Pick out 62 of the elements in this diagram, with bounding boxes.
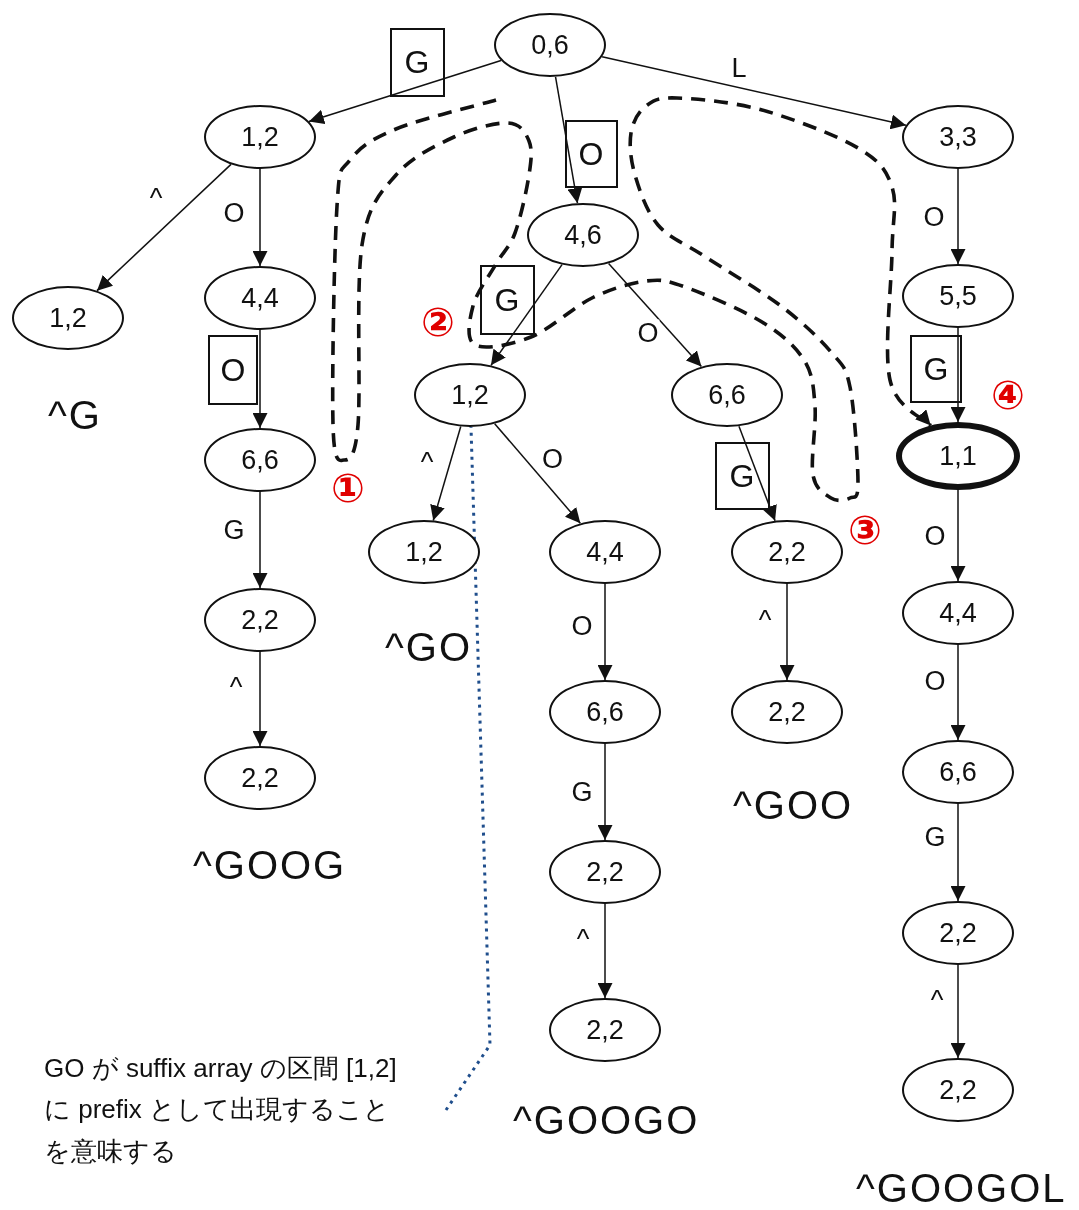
arrow: [252, 651, 268, 747]
ellipse-node: 4,4: [549, 520, 661, 584]
ellipse-node: 6,6: [549, 680, 661, 744]
ellipse-node: 1,2: [414, 363, 526, 427]
step-number: ③: [848, 510, 882, 550]
arrow: [950, 489, 966, 582]
prefix-string: ^GO: [385, 627, 472, 667]
arrow: [252, 491, 268, 589]
arrow: [597, 903, 613, 999]
ellipse-node: 2,2: [902, 1058, 1014, 1122]
arrow: [96, 163, 232, 292]
ellipse-node: 4,4: [204, 266, 316, 330]
arrow: [554, 76, 583, 204]
ellipse-node: 4,4: [902, 581, 1014, 645]
ellipse-node: 2,2: [204, 588, 316, 652]
boxed-edge-label: G: [479, 265, 535, 335]
ellipse-node: 1,2: [204, 105, 316, 169]
arrow: [738, 425, 777, 522]
arrow: [252, 168, 268, 267]
arrow: [950, 327, 966, 423]
ellipse-node: 3,3: [902, 105, 1014, 169]
ellipse-node: 2,2: [204, 746, 316, 810]
arrow: [430, 425, 462, 522]
step-number: ④: [991, 375, 1025, 415]
prefix-string: ^GOO: [733, 785, 854, 825]
ellipse-node: 6,6: [902, 740, 1014, 804]
arrow: [950, 168, 966, 265]
ellipse-node: 2,2: [902, 901, 1014, 965]
leader-line: [444, 426, 492, 1111]
dashed-path-arrow: [330, 96, 932, 500]
note-text: GO が suffix array の区間 [1,2] に prefix として出現することを意味する: [44, 1047, 416, 1173]
ellipse-node: 2,2: [731, 520, 843, 584]
ellipse-node: 4,6: [527, 203, 639, 267]
arrow: [308, 59, 502, 125]
ellipse-node: 5,5: [902, 264, 1014, 328]
prefix-string: ^GOOG: [193, 845, 347, 885]
ellipse-node: 0,6: [494, 13, 606, 77]
prefix-string: ^G: [48, 395, 102, 435]
ellipse-node: 6,6: [671, 363, 783, 427]
ellipse-node: 2,2: [549, 998, 661, 1062]
ellipse-node: 1,2: [368, 520, 480, 584]
arrow: [252, 329, 268, 429]
arrow: [950, 803, 966, 902]
arrow: [597, 583, 613, 681]
arrow: [597, 743, 613, 841]
prefix-string: ^GOOGO: [513, 1100, 700, 1140]
ellipse-node: 2,2: [731, 680, 843, 744]
highlighted-ellipse-node: 1,1: [896, 422, 1020, 490]
boxed-edge-label: O: [564, 120, 618, 188]
boxed-edge-label: O: [208, 335, 258, 405]
step-number: ②: [421, 302, 455, 342]
boxed-edge-label: G: [910, 335, 962, 403]
prefix-string: ^GOOGOL: [856, 1168, 1067, 1208]
boxed-edge-label: G: [389, 27, 445, 97]
ellipse-node: 2,2: [549, 840, 661, 904]
arrow: [950, 644, 966, 741]
ellipse-node: 1,2: [12, 286, 124, 350]
arrow: [950, 964, 966, 1059]
step-number: ①: [331, 468, 365, 508]
arrow: [779, 583, 795, 681]
ellipse-node: 6,6: [204, 428, 316, 492]
boxed-edge-label: G: [714, 442, 770, 510]
